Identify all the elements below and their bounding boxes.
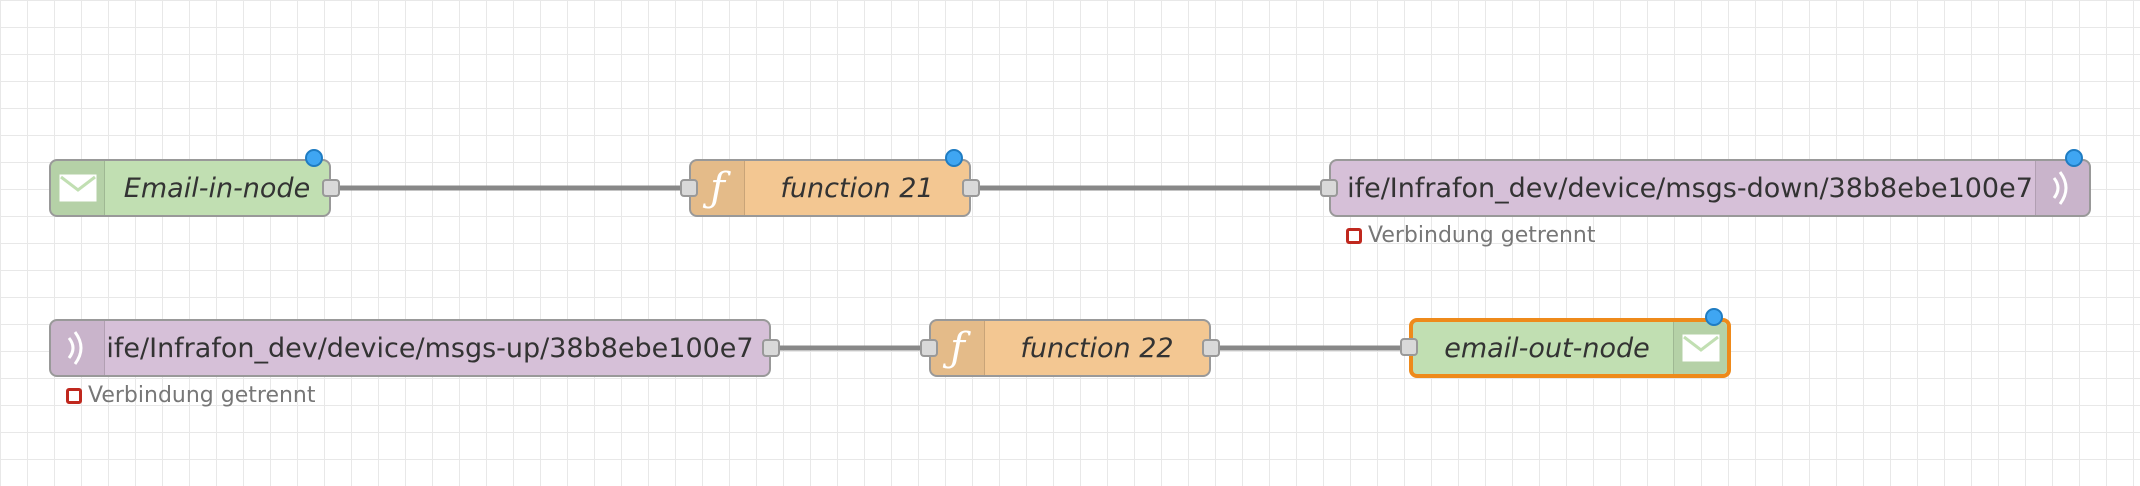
node-label: function 21 [780,172,934,204]
output-port[interactable] [962,179,980,197]
node-label: ife/Infrafon_dev/device/msgs-up/38b8ebe1… [106,332,754,364]
node-label: function 22 [1020,332,1174,364]
disconnected-status-icon [1346,227,1362,244]
mqtt-in-node[interactable]: ife/Infrafon_dev/device/msgs-up/38b8ebe1… [49,319,780,377]
input-port[interactable] [1320,179,1338,197]
output-port[interactable] [322,179,340,197]
node-label: email-out-node [1444,332,1650,364]
mqtt-in-status: Verbindung getrennt [66,383,316,408]
changed-indicator [1705,308,1723,326]
changed-indicator [2065,149,2083,167]
output-port[interactable] [762,339,780,357]
output-port[interactable] [1202,339,1220,357]
email-out-node[interactable]: email-out-node [1400,308,1731,378]
mqtt-icon [2035,161,2089,215]
email-in-node[interactable]: Email-in-node [49,149,340,217]
node-label: ife/Infrafon_dev/device/msgs-down/38b8eb… [1347,172,2033,204]
function-21-node[interactable]: ƒ function 21 [680,149,980,217]
status-text: Verbindung getrennt [88,383,316,408]
node-label: Email-in-node [123,172,311,204]
disconnected-status-icon [66,387,82,404]
status-text: Verbindung getrennt [1368,223,1596,248]
function-icon: ƒ [931,321,985,375]
mqtt-icon [51,321,105,375]
function-icon: ƒ [691,161,745,215]
mqtt-out-status: Verbindung getrennt [1346,223,1596,248]
input-port[interactable] [680,179,698,197]
mqtt-out-node[interactable]: ife/Infrafon_dev/device/msgs-down/38b8eb… [1320,149,2091,217]
changed-indicator [305,149,323,167]
function-22-node[interactable]: ƒ function 22 [920,319,1220,377]
envelope-icon [1673,322,1727,374]
envelope-icon [51,161,105,215]
input-port[interactable] [1400,338,1418,356]
changed-indicator [945,149,963,167]
input-port[interactable] [920,339,938,357]
